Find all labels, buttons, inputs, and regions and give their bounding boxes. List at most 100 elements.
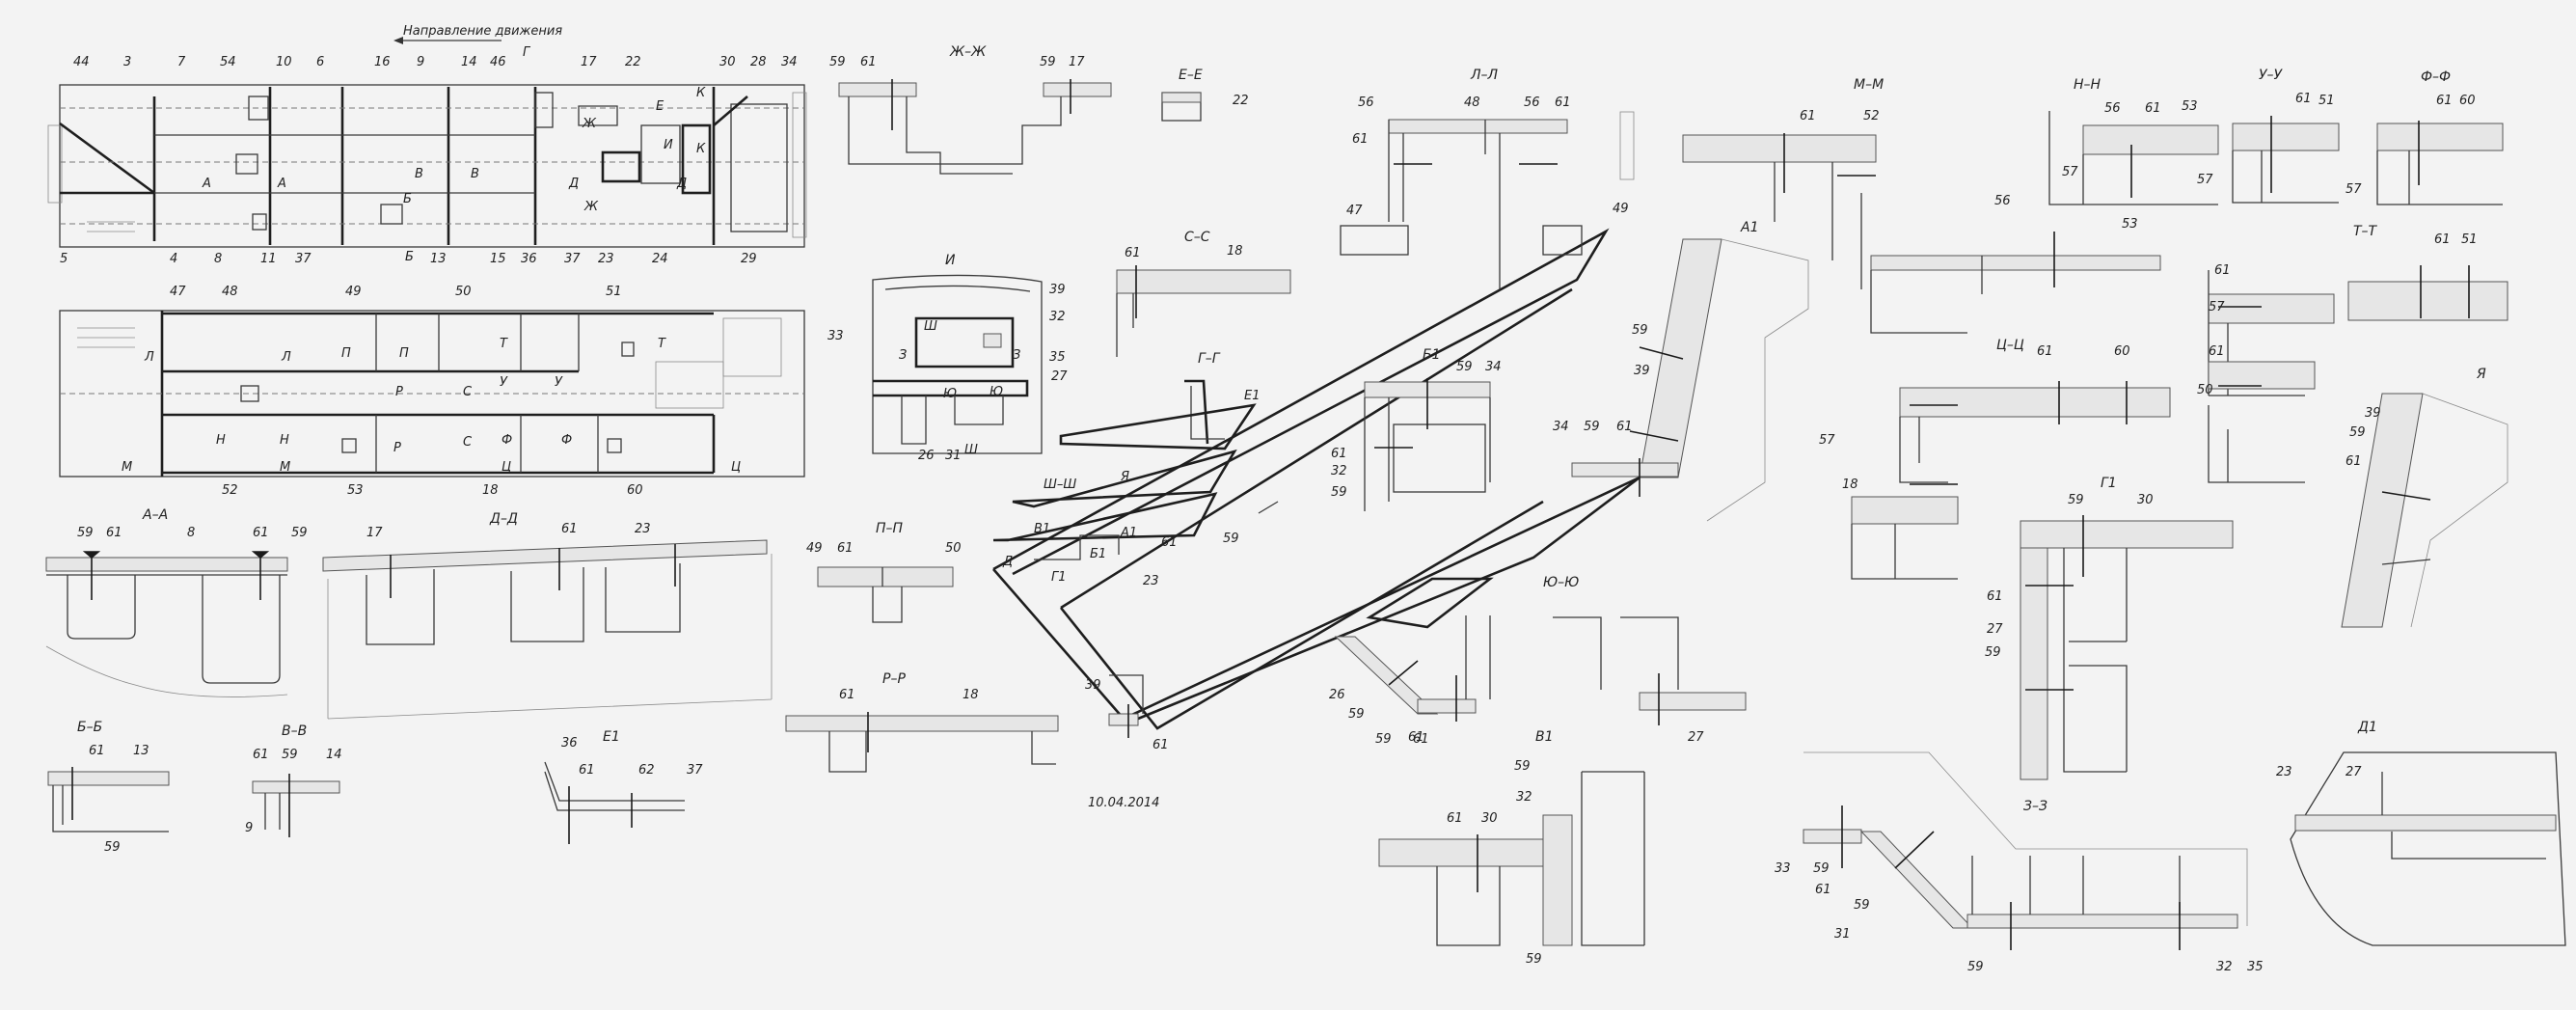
section-v-v-title: В–В (282, 723, 307, 739)
callout-aa-2: 8 (187, 526, 195, 540)
section-r-r: Р–Р (785, 671, 1059, 773)
section-l-l-title: Л–Л (1470, 68, 1499, 83)
callout-ii-8: Ш (964, 443, 978, 457)
plan-top-labels-4: 10 (276, 55, 292, 69)
callout-zz-0: 33 (1775, 861, 1791, 876)
callout-v1-2: 61 (1447, 811, 1463, 826)
callout-ll-6: 49 (1613, 202, 1629, 216)
plan-top-labels-8: 14 (461, 55, 477, 69)
callout-iso-3: 39 (1085, 678, 1101, 693)
callout-yuyu-2: 61 (1408, 730, 1424, 745)
section-v1: В1 (1378, 729, 1645, 946)
callout-zhzh-1: 61 (860, 55, 877, 69)
section-a1-title: А1 (1740, 220, 1758, 235)
section-u-u: У–У (2232, 68, 2340, 204)
section-zh-zh-title: Ж–Ж (949, 44, 987, 60)
callout-tt-1: 51 (2461, 232, 2478, 247)
callout-b1-1: 32 (1331, 464, 1347, 478)
section-i: И (872, 253, 1043, 454)
section-e-e: Е–Е (1161, 68, 1203, 122)
section-g-g: Г–Г (1184, 351, 1225, 445)
callout-uu-2: 57 (2197, 173, 2213, 187)
cut-letter-bottom-6: С (463, 385, 473, 399)
cut-letter-bottom-13: Н (280, 433, 289, 448)
callout-b1-4: 34 (1485, 360, 1502, 374)
callout-v1-0: 59 (1514, 759, 1531, 774)
callout-bb-2: 59 (104, 840, 121, 855)
callout-a1-2: 59 (1584, 420, 1600, 434)
cut-letter-bottom-11: У (555, 375, 563, 390)
callout-rr-0: 61 (839, 688, 855, 702)
callout-zz-4: 31 (1834, 927, 1851, 942)
section-e1: Е1 (544, 729, 685, 844)
callout-chch-3: 18 (1842, 478, 1858, 492)
callout-aa-3: 61 (253, 526, 269, 540)
callout-ii-6: 31 (945, 449, 962, 463)
callout-ii-4: 27 (1051, 369, 1068, 384)
callout-b1-3: 59 (1456, 360, 1473, 374)
cut-letter-bottom-3: П (399, 346, 409, 361)
plan-bottom-bottom-labels-1: 53 (347, 483, 364, 498)
cut-letter-top-1: А (277, 177, 286, 191)
callout-mm-1: 52 (1863, 109, 1880, 123)
plan-top-labels-13: 30 (719, 55, 736, 69)
callout-g1-0: 59 (2068, 493, 2084, 507)
callout-ff-1: 60 (2459, 94, 2476, 108)
callout-ya-1: 59 (2349, 425, 2366, 440)
cut-letter-bottom-5: Р (393, 441, 401, 455)
section-d1: Д1 (2290, 720, 2566, 946)
cut-letter-top-5: Д (568, 177, 579, 191)
callout-aa-1: 61 (106, 526, 122, 540)
callout-pp-0: 49 (806, 541, 823, 556)
callout-ll-4: 61 (1352, 132, 1369, 147)
callout-tt-0: 61 (2434, 232, 2451, 247)
cut-letter-bottom-2: П (341, 346, 351, 361)
section-ts-ts-title: Ц–Ц (1996, 338, 2024, 353)
section-s-s-title: С–С (1184, 230, 1210, 245)
direction-of-motion: Направление движения (393, 24, 562, 44)
cut-letter-bottom-7: С (463, 435, 473, 450)
callout-aa-4: 59 (291, 526, 308, 540)
callout-ya-2: 61 (2346, 454, 2362, 469)
plan-bottom-labels-2: 49 (345, 285, 362, 299)
section-d1-title: Д1 (2357, 720, 2377, 735)
cut-letter-bottom-9: Т (658, 337, 666, 351)
callout-ii-9: З (899, 348, 907, 363)
section-g1: Г1 (2020, 476, 2234, 780)
callout-a1-3: 61 (1616, 420, 1633, 434)
callout-tt-3: 57 (2209, 300, 2225, 314)
section-t-t: Т–Т (2208, 224, 2508, 483)
section-b1-title: Б1 (1423, 347, 1441, 363)
callout-ii-5: 26 (918, 449, 935, 463)
callout-ll-2: 56 (1524, 96, 1540, 110)
section-m-m: М–М (1619, 77, 2161, 334)
plan-top-labels-7: 9 (417, 55, 424, 69)
section-v1-title: В1 (1535, 729, 1554, 745)
section-d-d-title: Д–Д (489, 511, 518, 527)
callout-b1-2: 59 (1331, 485, 1347, 500)
plan-view-upper (47, 84, 807, 248)
section-e1-title: Е1 (603, 729, 620, 745)
callout-ee-0: 22 (1233, 94, 1249, 108)
cut-letter-bottom-15: М (280, 460, 290, 475)
section-a-a: А–А (45, 507, 288, 697)
cut-letter-bottom-10: У (500, 375, 508, 390)
callout-ii-1: 32 (1049, 310, 1066, 324)
plan-top-labels-12: 22 (625, 55, 641, 69)
cut-letter-top-12: К (696, 142, 706, 156)
callout-nn-3: 57 (2062, 165, 2078, 179)
callout-ll-3: 61 (1555, 96, 1571, 110)
callout-mm-2: 56 (1994, 194, 2011, 208)
section-n-n: Н–Н (2048, 77, 2219, 205)
plan-bottom-labels-4: 51 (606, 285, 622, 299)
callout-g1-1: 30 (2137, 493, 2154, 507)
callout-zz-1: 59 (1813, 861, 1830, 876)
callout-tt-4: 61 (2209, 344, 2225, 359)
callout-zz-2: 61 (1815, 883, 1831, 897)
callout-iso-0: 59 (1223, 532, 1239, 546)
callout-e1-3: 37 (687, 763, 703, 778)
